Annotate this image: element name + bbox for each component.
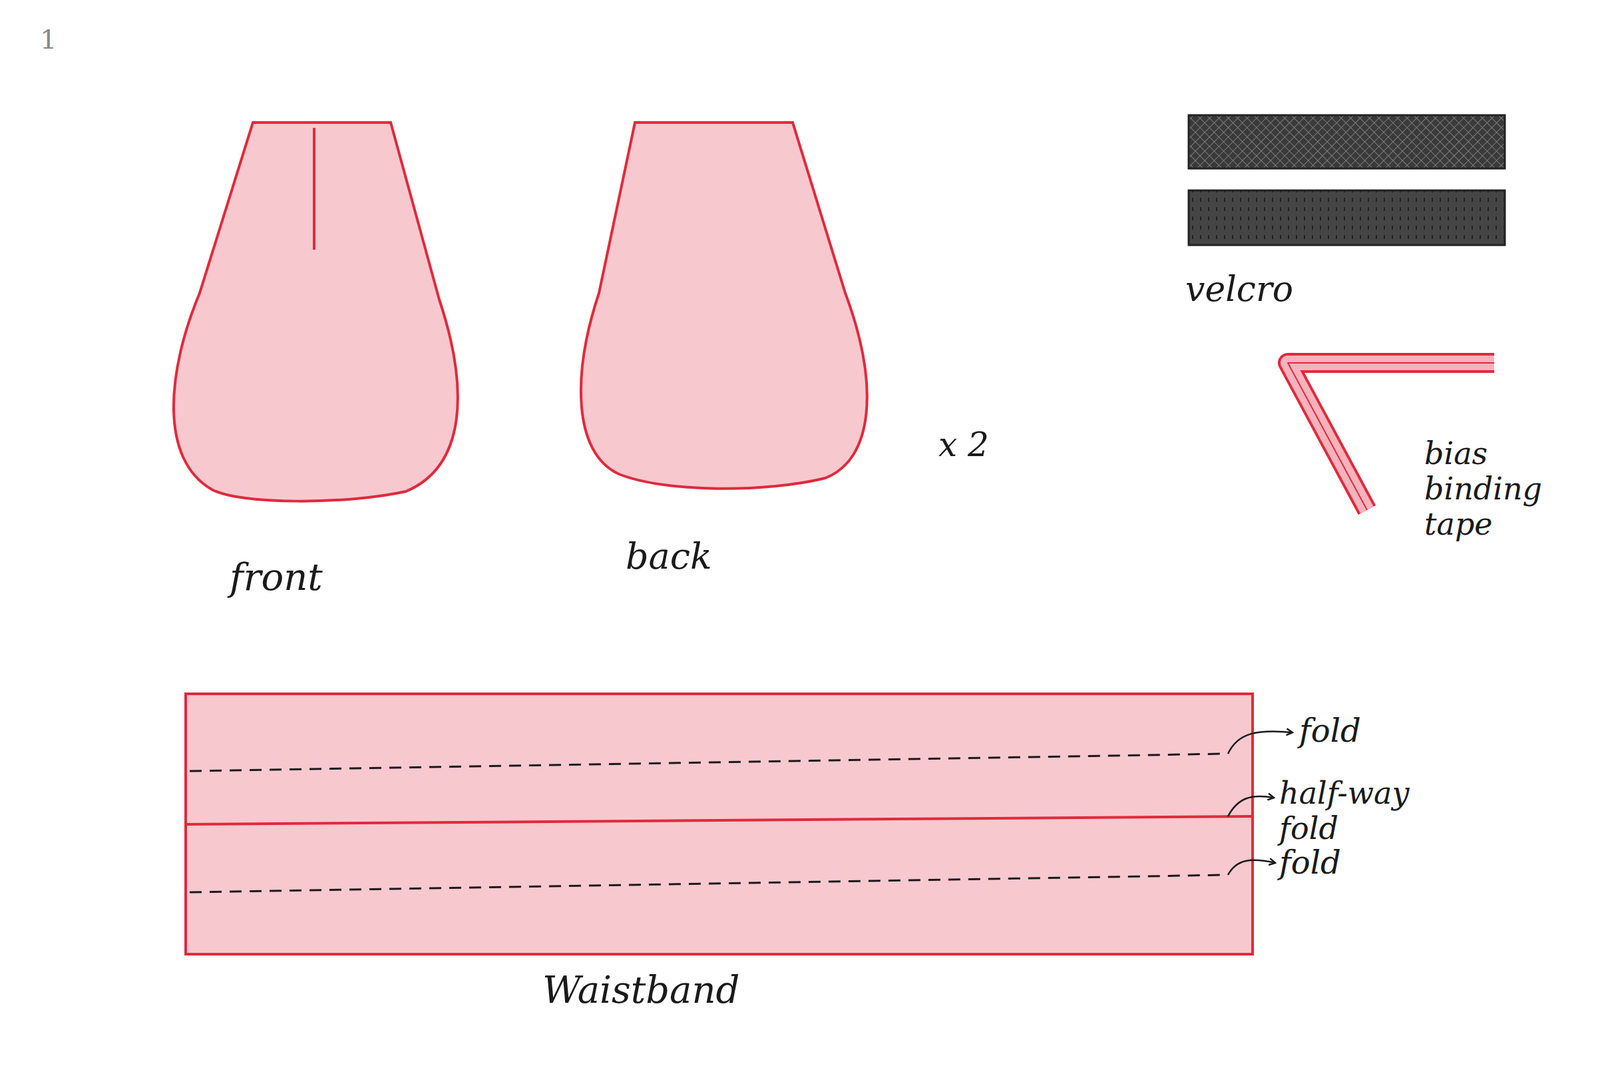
- back-piece: [581, 122, 868, 489]
- part-name: Waistband: [542, 968, 740, 1011]
- page-number: 1: [39, 23, 57, 55]
- part-name: back: [625, 535, 713, 578]
- leader-arrow: [1227, 730, 1293, 754]
- part-name: bias binding tape: [1424, 435, 1558, 542]
- part-name: velcro: [1185, 269, 1294, 310]
- quantity-note: x 2: [938, 425, 990, 465]
- fold-note: fold: [1299, 712, 1362, 749]
- leader-arrow: [1227, 796, 1274, 816]
- velcro-hook-strip: [1188, 115, 1505, 169]
- fold-note: half-way fold: [1279, 775, 1419, 846]
- leader-arrow: [1227, 859, 1276, 875]
- waistband-piece: [185, 693, 1253, 954]
- waistband-halfway-line: [187, 815, 1252, 824]
- front-piece: [173, 122, 458, 502]
- fold-line: [189, 874, 1225, 892]
- velcro-loop-strip: [1188, 190, 1505, 245]
- front-slit: [312, 127, 316, 250]
- fold-line: [189, 753, 1225, 771]
- part-name: front: [229, 555, 323, 599]
- fold-note: fold: [1279, 843, 1342, 881]
